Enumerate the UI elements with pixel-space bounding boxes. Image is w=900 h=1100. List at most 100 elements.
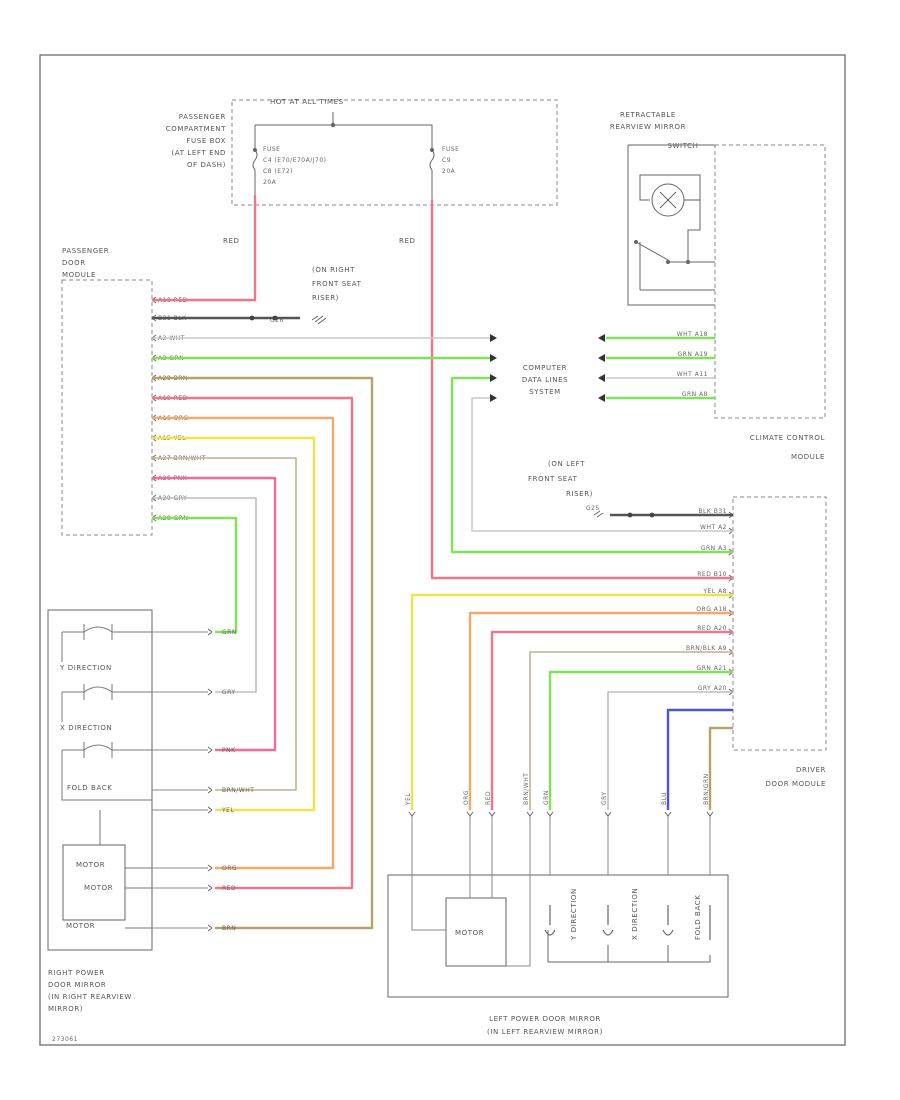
mirror-position-switch-icon (62, 624, 152, 640)
driver-module-label-1: DOOR MODULE (766, 780, 826, 788)
retractable-switch-label-0: RETRACTABLE (620, 111, 676, 119)
left-mirror-outline (387, 874, 729, 998)
footer-code: 273061 (52, 1036, 78, 1043)
fuse-right-label-1: C9 (442, 157, 451, 164)
left-ground-label-1: FRONT SEAT (528, 475, 578, 483)
ground-icon (593, 510, 604, 518)
right-mirror-wire-label: BRN (222, 925, 236, 932)
pin-connector-icon (207, 746, 213, 754)
left-mirror-fold-back: FOLD BACK (694, 895, 702, 940)
left-mirror-wire-label: GRY (601, 791, 608, 805)
driver-pin-label: YEL A8 (702, 588, 727, 595)
wire-org-left-mirror (468, 611, 733, 810)
driver-pin-label: GRN A21 (697, 665, 727, 672)
pin-connector-icon (207, 806, 213, 814)
left-mirror-wire-label: YEL (405, 793, 412, 806)
mirror-switch-icon (662, 905, 674, 936)
right-mirror-y-direction: Y DIRECTION (59, 664, 112, 672)
computer-data-lines-label-0: COMPUTER (523, 364, 567, 372)
passenger-module-label-1: DOOR (62, 259, 86, 267)
retractable-switch-label-1: REARVIEW MIRROR (610, 123, 686, 131)
driver-module-label-0: DRIVER (796, 766, 826, 774)
right-mirror-x-direction: X DIRECTION (60, 724, 112, 732)
right-ground-label-1: FRONT SEAT (312, 280, 362, 288)
retractable-mirror-switch: RETRACTABLE REARVIEW MIRROR SWITCH (610, 111, 715, 306)
pin-connector-icon (207, 688, 213, 696)
left-ground-label-2: RISER) (566, 490, 593, 498)
wire-red-b10 (430, 200, 733, 580)
arrow-icon (490, 374, 497, 382)
splice-dot (649, 512, 655, 518)
right-mirror-wire-label: ORG (222, 865, 237, 872)
arrow-icon (490, 334, 497, 342)
climate-pin-label: GRN A19 (678, 351, 708, 358)
climate-module-outline (714, 144, 826, 419)
mirror-switch-icon (602, 905, 614, 936)
left-mirror-motor-box (445, 897, 507, 967)
pin-connector-icon (546, 811, 554, 817)
pin-connector-icon (207, 884, 213, 892)
pin-connector-icon (526, 811, 534, 817)
pin-connector-icon (604, 811, 612, 817)
wire-brn-a28 (152, 376, 374, 930)
driver-pin-label: ORG A18 (696, 606, 727, 613)
right-mirror-wire-label: RED (222, 885, 236, 892)
driver-pin-label: BRN/BLK A9 (686, 645, 727, 652)
pin-connector-icon (207, 628, 213, 636)
left-mirror-internal-wire (506, 875, 531, 967)
ground-icon (311, 315, 327, 325)
right-mirror-caption-2: (IN RIGHT REARVIEW (48, 993, 132, 1001)
wire-grn-a3-driver (450, 376, 733, 554)
splice-dot (249, 315, 255, 321)
driver-pin-label: GRY A20 (698, 685, 727, 692)
computer-data-lines-label-2: SYSTEM (529, 388, 561, 396)
splice-dot (627, 512, 633, 518)
left-mirror-internal-wire (411, 875, 446, 931)
wire-org-a16 (152, 416, 335, 870)
passenger-module-label-2: MODULE (62, 271, 96, 279)
mirror-switch-icon (544, 905, 556, 936)
right-mirror-motor-1: MOTOR (84, 884, 113, 892)
right-mirror-caption-0: RIGHT POWER (48, 969, 105, 977)
right-mirror-motor-2: MOTOR (66, 922, 95, 930)
wire-pnk-a26 (152, 476, 277, 752)
arrow-icon (598, 354, 605, 362)
left-mirror-x-direction: X DIRECTION (631, 888, 639, 940)
fuse-box-label-1: COMPARTMENT (166, 125, 226, 133)
wire-gry-a20 (152, 497, 257, 693)
wire-grn-a28 (152, 516, 238, 634)
fuse-right-label-0: FUSE (442, 146, 459, 153)
wire-yel-left-mirror (410, 593, 733, 810)
diagram-frame (39, 54, 846, 1046)
right-mirror-internal-wire (61, 780, 152, 801)
wire-gry-left-mirror (607, 691, 733, 810)
pin-connector-icon (664, 811, 672, 817)
driver-pin-label: GRN A3 (701, 545, 727, 552)
right-ground: (ON RIGHT FRONT SEAT RISER) G26 (270, 266, 362, 325)
pin-connector-icon (207, 924, 213, 932)
right-mirror-wire-label: YEL (221, 807, 234, 814)
fuse-left-label-0: FUSE (263, 146, 280, 153)
pin-connector-icon (488, 811, 496, 817)
passenger-door-module: PASSENGER DOOR MODULE (61, 247, 153, 536)
arrow-icon (598, 374, 605, 382)
left-mirror-wire-label: ORG (463, 790, 470, 805)
right-mirror-wire-label: GRY (222, 689, 236, 696)
fuse-right-label-2: 20A (442, 168, 456, 175)
right-mirror-wire-label: PNK (222, 747, 236, 754)
passenger-module-outline (61, 279, 153, 536)
retractable-switch-label-2: SWITCH (667, 142, 698, 150)
left-mirror-wire-label: BRN/WHT (523, 773, 530, 805)
right-mirror-motor-0: MOTOR (76, 861, 105, 869)
left-mirror-wire-label: GRN (543, 790, 550, 805)
climate-pin-label: GRN A8 (682, 391, 708, 398)
left-ground-id: G25 (586, 505, 600, 512)
wire-wht-a2-driver (471, 397, 733, 532)
fuse-box-outline (231, 99, 558, 206)
fuse-left-label-3: 20A (263, 179, 277, 186)
fuse-box-label-2: FUSE BOX (186, 137, 226, 145)
